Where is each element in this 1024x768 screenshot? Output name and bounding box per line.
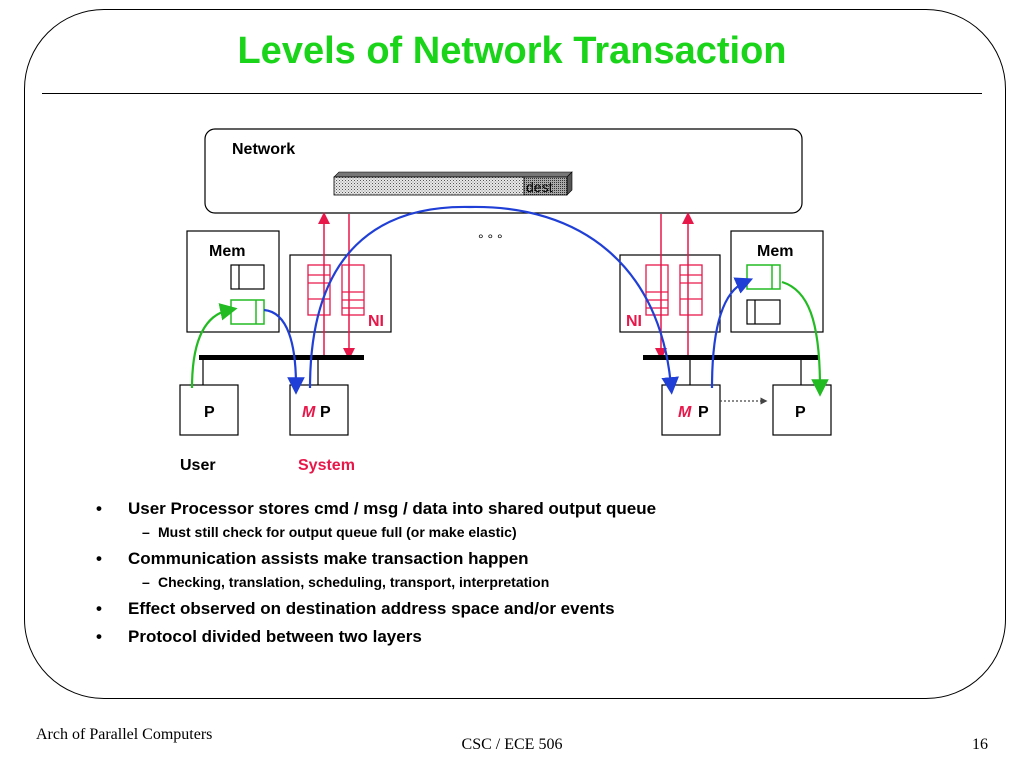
- left-ni-box: [289, 254, 392, 333]
- left-mem-queue-black: [230, 264, 265, 290]
- right-mp-p-label: P: [698, 404, 709, 421]
- sub-bullet-mark: –: [142, 524, 150, 540]
- bullet-item: • Effect observed on destination address…: [96, 598, 956, 620]
- left-ni-queue-2: [341, 264, 365, 316]
- bullet-text: User Processor stores cmd / msg / data i…: [128, 499, 657, 518]
- sub-bullet-item: – Checking, translation, scheduling, tra…: [128, 572, 956, 592]
- right-blue-arrow-mp-to-queue: [710, 277, 754, 389]
- system-label: System: [298, 457, 355, 474]
- slide-frame: [24, 9, 1006, 699]
- bullet-item: • Protocol divided between two layers: [96, 626, 956, 648]
- right-ni-label: NI: [626, 313, 642, 330]
- bullet-text: Communication assists make transaction h…: [128, 549, 529, 568]
- right-ni-queue-2: [679, 264, 703, 316]
- left-bus: [199, 355, 364, 360]
- bullet-mark: •: [96, 627, 102, 646]
- right-mem-queue-black: [746, 299, 781, 325]
- bullet-mark: •: [96, 549, 102, 568]
- dest-label: dest: [526, 179, 553, 195]
- footer-page-number: 16: [972, 736, 988, 753]
- network-diagram: Network dest ° ° ° Mem NI P M P: [179, 128, 832, 474]
- left-blue-arrow-queue-to-mp: [263, 308, 305, 395]
- bullet-item: • Communication assists make transaction…: [96, 548, 956, 592]
- sub-bullet-item: – Must still check for output queue full…: [128, 522, 956, 542]
- user-label: User: [180, 457, 216, 474]
- right-m-label: M: [678, 404, 692, 421]
- left-mp-box: [289, 384, 349, 436]
- sub-bullet-text: Checking, translation, scheduling, trans…: [158, 574, 550, 590]
- network-packet: dest: [333, 171, 573, 196]
- left-mem-queue-green: [230, 299, 265, 325]
- title-rule: [42, 93, 982, 94]
- left-user-p-label: P: [204, 404, 215, 421]
- bullet-mark: •: [96, 499, 102, 518]
- left-ni-label: NI: [368, 313, 384, 330]
- footer-course-name: Arch of Parallel Computers: [36, 726, 213, 743]
- left-m-label: M: [302, 404, 316, 421]
- bullet-text: Effect observed on destination address s…: [128, 599, 615, 618]
- right-mem-label: Mem: [757, 243, 793, 260]
- sub-bullet-text: Must still check for output queue full (…: [158, 524, 517, 540]
- left-user-p-box: [179, 384, 239, 436]
- right-green-arrow: [781, 280, 829, 397]
- bullet-item: • User Processor stores cmd / msg / data…: [96, 498, 956, 542]
- footer-course-code: CSC / ECE 506: [461, 736, 563, 753]
- bullet-text: Protocol divided between two layers: [128, 627, 422, 646]
- bullet-mark: •: [96, 599, 102, 618]
- left-mp-p-label: P: [320, 404, 331, 421]
- left-green-arrow: [190, 303, 238, 389]
- right-bus: [643, 355, 818, 360]
- network-label: Network: [232, 141, 295, 158]
- right-user-p-label: P: [795, 404, 806, 421]
- bullet-list: • User Processor stores cmd / msg / data…: [96, 492, 956, 648]
- blue-transfer-arc: [308, 205, 679, 395]
- slide-title: Levels of Network Transaction: [237, 30, 787, 72]
- right-mem-queue-green: [746, 264, 781, 290]
- left-mem-label: Mem: [209, 243, 245, 260]
- ellipsis: ° ° °: [478, 231, 503, 247]
- sub-bullet-mark: –: [142, 574, 150, 590]
- right-ni-queue-1: [645, 264, 669, 316]
- right-ni-box: [619, 254, 721, 333]
